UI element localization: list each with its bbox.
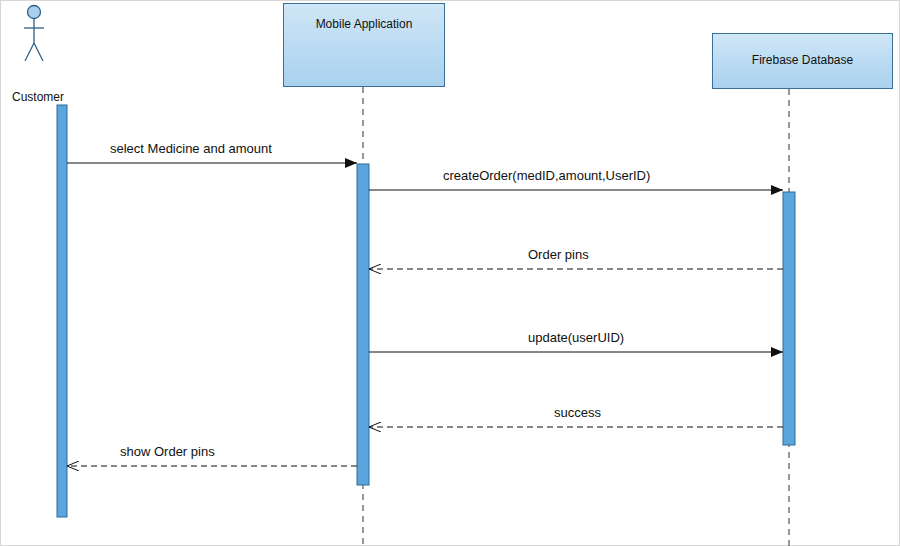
message-label: show Order pins — [118, 444, 217, 460]
activation-bar — [783, 192, 795, 445]
message-label: update(userUID) — [526, 330, 626, 346]
participant-name: Customer — [12, 90, 64, 104]
lifeline-head: Mobile Application — [283, 3, 445, 87]
actor: Customer — [4, 3, 73, 103]
message-arrow — [369, 352, 783, 353]
return-message — [67, 466, 357, 467]
message-label: createOrder(medID,amount,UserID) — [441, 168, 652, 184]
message-arrow — [369, 190, 783, 191]
return-message — [369, 269, 783, 270]
actor-figure — [4, 3, 64, 87]
message-label: select Medicine and amount — [108, 141, 274, 157]
message-arrow — [67, 163, 357, 164]
participant-name: Mobile Application — [316, 17, 413, 31]
participant-name: Firebase Database — [752, 53, 853, 67]
activation-bar — [357, 164, 369, 485]
return-message — [369, 427, 783, 428]
message-label: success — [552, 405, 603, 421]
message-label: Order pins — [526, 247, 591, 263]
lifeline-head: Firebase Database — [712, 33, 893, 89]
activation-bar — [57, 105, 67, 517]
